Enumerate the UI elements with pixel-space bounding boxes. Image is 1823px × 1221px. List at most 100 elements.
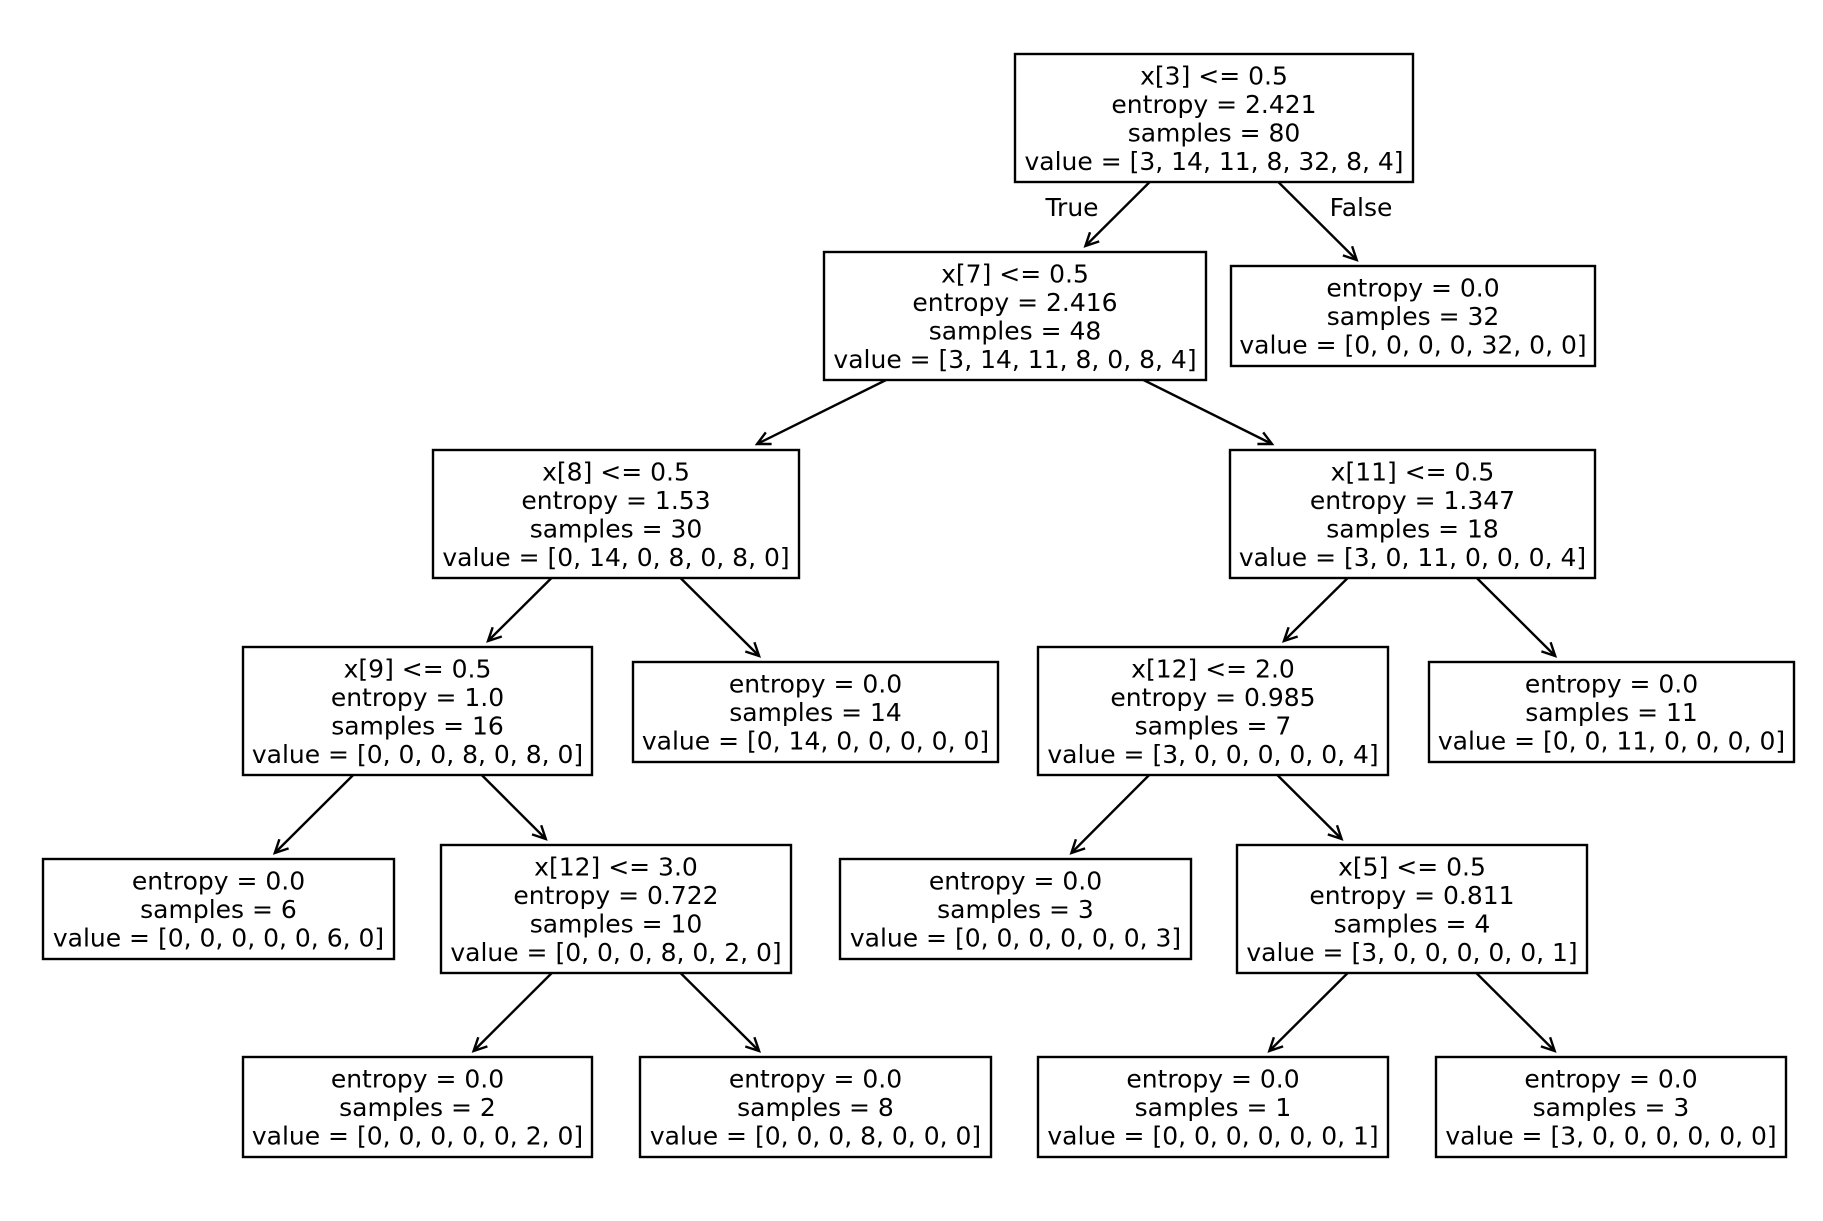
node-text-line: x[11] <= 0.5 bbox=[1331, 457, 1495, 486]
node-box bbox=[1427, 660, 1796, 764]
node-text-line: entropy = 1.53 bbox=[521, 486, 710, 515]
arrowhead bbox=[744, 641, 762, 658]
edge-line bbox=[1268, 972, 1349, 1052]
tree-edge-arrow bbox=[1276, 774, 1344, 841]
node-text-line: value = [0, 0, 0, 0, 32, 0, 0] bbox=[1239, 331, 1586, 360]
edge-line bbox=[472, 972, 553, 1052]
node-box bbox=[41, 857, 396, 961]
node-box bbox=[1229, 264, 1597, 368]
node-text-line: entropy = 1.0 bbox=[331, 683, 504, 712]
node-text-line: samples = 7 bbox=[1135, 711, 1292, 740]
edge-line bbox=[1276, 774, 1343, 840]
node-text-line: samples = 3 bbox=[937, 895, 1094, 924]
tree-edge-arrow bbox=[272, 774, 355, 855]
node-text-line: samples = 32 bbox=[1327, 302, 1500, 331]
node-text-line: value = [0, 0, 11, 0, 0, 0, 0] bbox=[1438, 727, 1785, 756]
node-box bbox=[1434, 1055, 1788, 1159]
node-text-line: x[9] <= 0.5 bbox=[344, 654, 492, 683]
node-text-line: entropy = 2.416 bbox=[912, 288, 1117, 317]
node-text-line: x[7] <= 0.5 bbox=[941, 259, 1089, 288]
edge-line bbox=[679, 972, 760, 1052]
node-text-line: samples = 30 bbox=[530, 514, 703, 543]
edge-line bbox=[1084, 181, 1151, 247]
node-box bbox=[431, 448, 801, 580]
node-text-line: samples = 16 bbox=[331, 711, 504, 740]
edge-line bbox=[756, 378, 887, 446]
arrowhead bbox=[1342, 245, 1359, 262]
node-text-line: samples = 1 bbox=[1135, 1093, 1292, 1122]
node-text-line: samples = 48 bbox=[929, 316, 1102, 345]
arrowhead bbox=[1069, 838, 1086, 855]
tree-edge-arrow bbox=[679, 972, 762, 1053]
arrowhead bbox=[1327, 824, 1344, 841]
arrowhead bbox=[1083, 231, 1100, 248]
node-box bbox=[1235, 843, 1589, 975]
node-text-line: value = [0, 0, 0, 8, 0, 8, 0] bbox=[252, 740, 583, 769]
node-text-line: entropy = 0.0 bbox=[132, 867, 305, 896]
node-text-line: entropy = 0.811 bbox=[1309, 881, 1514, 910]
edge-line bbox=[1283, 577, 1349, 642]
node-text-line: samples = 18 bbox=[1326, 514, 1499, 543]
tree-edge-arrow bbox=[1475, 972, 1557, 1053]
arrowhead bbox=[1541, 641, 1558, 658]
node-text-line: x[12] <= 3.0 bbox=[534, 852, 698, 881]
node-text-line: value = [0, 0, 0, 0, 0, 0, 3] bbox=[850, 924, 1181, 953]
tree-edge-arrow bbox=[754, 378, 887, 446]
node-box bbox=[439, 843, 793, 975]
node-box bbox=[631, 660, 1000, 764]
node-text-line: entropy = 0.0 bbox=[729, 1065, 902, 1094]
root-edge-labels: True False bbox=[1044, 193, 1392, 222]
node-text-line: value = [0, 0, 0, 8, 0, 0, 0] bbox=[650, 1122, 981, 1151]
node-text-line: entropy = 1.347 bbox=[1310, 486, 1515, 515]
node-text-line: samples = 11 bbox=[1525, 698, 1698, 727]
node-text-line: entropy = 0.0 bbox=[1525, 670, 1698, 699]
node-text-line: value = [0, 0, 0, 0, 0, 6, 0] bbox=[53, 924, 384, 953]
node-text-line: value = [0, 0, 0, 0, 0, 0, 1] bbox=[1047, 1122, 1378, 1151]
node-text-line: x[5] <= 0.5 bbox=[1338, 852, 1486, 881]
edge-line bbox=[1475, 972, 1556, 1052]
tree-edge-arrow bbox=[1069, 774, 1151, 855]
node-text-line: entropy = 0.722 bbox=[513, 881, 718, 910]
node-text-line: samples = 80 bbox=[1128, 118, 1301, 147]
node-box bbox=[1013, 52, 1415, 184]
node-text-line: entropy = 0.0 bbox=[1126, 1065, 1299, 1094]
tree-edges bbox=[272, 181, 1558, 1053]
edge-line bbox=[480, 774, 547, 840]
node-box bbox=[241, 645, 594, 777]
tree-edge-arrow bbox=[679, 577, 762, 658]
node-text-line: value = [0, 14, 0, 0, 0, 0, 0] bbox=[642, 727, 989, 756]
arrowhead bbox=[531, 824, 548, 841]
node-text-line: value = [3, 0, 0, 0, 0, 0, 1] bbox=[1246, 938, 1577, 967]
edge-line bbox=[1142, 378, 1273, 446]
node-text-line: entropy = 0.0 bbox=[729, 670, 902, 699]
node-text-line: samples = 10 bbox=[530, 909, 703, 938]
node-box bbox=[838, 857, 1193, 961]
node-text-line: value = [3, 14, 11, 8, 32, 8, 4] bbox=[1024, 147, 1403, 176]
node-text-line: value = [3, 0, 11, 0, 0, 0, 4] bbox=[1239, 543, 1586, 572]
node-text-line: value = [0, 14, 0, 8, 0, 8, 0] bbox=[442, 543, 789, 572]
node-text-line: entropy = 0.0 bbox=[1326, 274, 1499, 303]
node-text-line: samples = 6 bbox=[140, 895, 297, 924]
node-text-line: value = [3, 14, 11, 8, 0, 8, 4] bbox=[833, 345, 1196, 374]
false-branch-label: False bbox=[1330, 193, 1393, 222]
edge-line bbox=[273, 774, 355, 854]
node-text-line: value = [0, 0, 0, 8, 0, 2, 0] bbox=[450, 938, 781, 967]
tree-edge-arrow bbox=[1142, 378, 1275, 446]
arrowhead bbox=[1281, 626, 1299, 643]
edge-line bbox=[487, 577, 553, 642]
node-text-line: x[12] <= 2.0 bbox=[1131, 654, 1295, 683]
node-text-line: value = [0, 0, 0, 0, 0, 2, 0] bbox=[252, 1122, 583, 1151]
tree-edge-arrow bbox=[1475, 577, 1558, 658]
